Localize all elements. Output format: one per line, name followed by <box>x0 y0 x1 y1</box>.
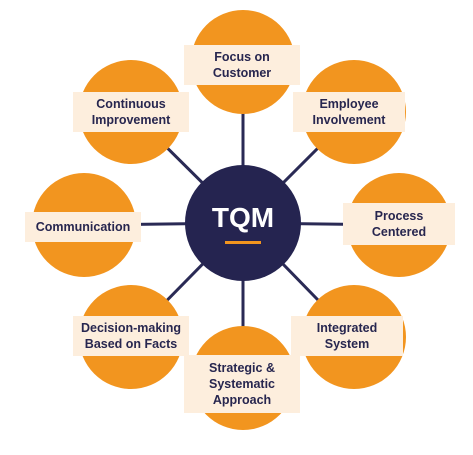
node-label-decision-making-based-on-facts: Decision-making Based on Facts <box>73 316 189 356</box>
center-title-underline <box>225 241 261 244</box>
node-label-employee-involvement: Employee Involvement <box>293 92 405 132</box>
center-title: TQM <box>211 202 275 233</box>
node-label-strategic-systematic-approach: Strategic & Systematic Approach <box>184 355 300 413</box>
node-label-continuous-improvement: Continuous Improvement <box>73 92 189 132</box>
node-label-process-centered: Process Centered <box>343 203 455 245</box>
node-label-focus-on-customer: Focus on Customer <box>184 45 300 85</box>
node-label-integrated-system: Integrated System <box>291 316 403 356</box>
node-label-communication: Communication <box>25 212 141 242</box>
center-hub <box>185 165 301 281</box>
